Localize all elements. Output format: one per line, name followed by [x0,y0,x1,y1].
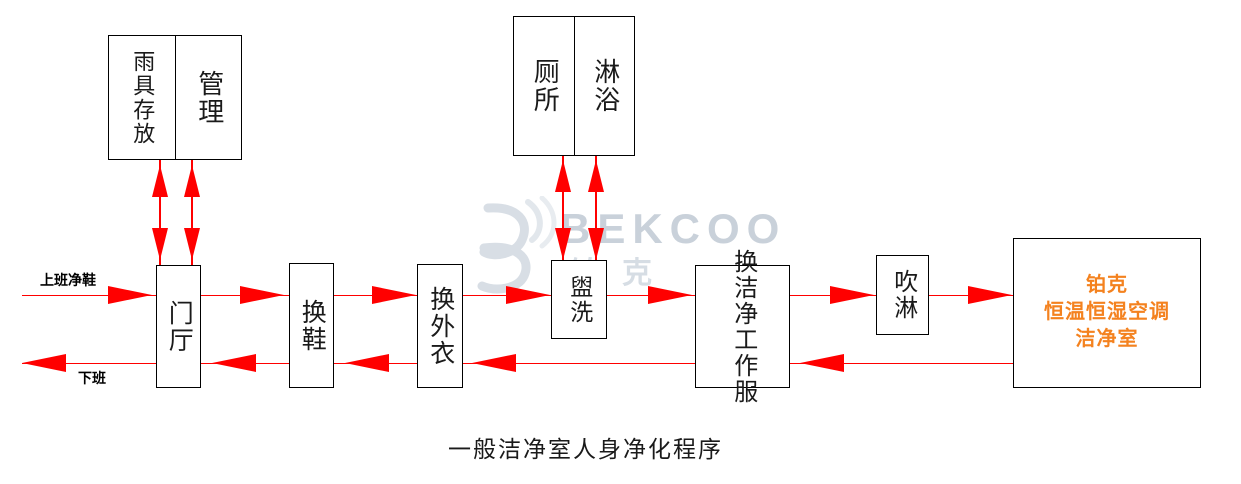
arrow-forward-to-huanwaiyi [372,286,416,304]
node-label-menting: 门厅 [165,299,193,354]
node-guanxi: 盥洗 [551,260,607,339]
edge-label-outbound: 下班 [78,370,106,386]
node-huanwaiyi: 换外衣 [417,264,463,388]
arrow-up-to-shower [588,160,604,192]
arrow-forward-to-cleanroom [968,286,1012,304]
cleanroom-brand-line1: 铂克 [1086,274,1128,296]
arrow-up-to-management [184,165,200,197]
menting-uplink-line-left [159,160,161,265]
node-label-huanwaiyi: 换外衣 [426,285,454,367]
node-chuilin: 吹淋 [876,255,929,335]
group-cell-rain-gear: 雨具存放 [109,36,175,159]
node-huanxie: 换鞋 [289,263,334,388]
arrow-return-to-menting [212,354,256,372]
cell-label-toilet: 厕所 [530,58,560,114]
arrow-return-to-huanwaiyi [472,354,516,372]
arrow-return-to-huanjiejing [800,354,844,372]
cleanroom-brand-line2: 恒温恒湿空调 [1044,301,1170,323]
cleanroom-brand-line3: 洁净室 [1075,328,1139,350]
node-huanjiejing: 换洁净工作服 [695,249,790,405]
node-label-guanxi: 盥洗 [566,274,592,325]
node-label-chuilin: 吹淋 [889,269,916,321]
arrow-forward-to-menting [108,286,152,304]
node-cleanroom [1013,238,1201,388]
arrow-down-to-guanxi-right [588,228,604,260]
edge-label-inbound: 上班净鞋 [40,272,96,288]
group-cell-management: 管理 [175,36,241,159]
guanxi-uplink-line-left [562,156,564,262]
menting-uplink-line-right [191,160,193,265]
cleanroom-brand-block: 铂克 恒温恒湿空调 洁净室 [1013,272,1201,353]
cell-label-shower: 淋浴 [590,58,620,114]
arrow-return-to-huanxie [345,354,389,372]
arrow-return-to-exit [22,354,66,372]
group-cell-shower: 淋浴 [573,17,634,155]
arrow-up-to-toilet [555,160,571,192]
node-menting: 门厅 [156,265,201,388]
node-label-huanxie: 换鞋 [298,298,326,353]
return-flow-line [22,363,1022,364]
arrow-down-to-guanxi-left [555,228,571,260]
cell-label-management: 管理 [194,69,224,126]
arrow-down-to-menting-right [184,228,200,260]
diagram-caption: 一般洁净室人身净化程序 [448,437,723,462]
sanitary-group: 厕所 淋浴 [513,16,635,156]
arrow-forward-to-huanjiejing [648,286,692,304]
arrow-forward-to-guanxi [506,286,550,304]
arrow-forward-to-huanxie [240,286,284,304]
cell-label-rain-gear: 雨具存放 [130,49,156,146]
arrow-forward-to-chuilin [830,286,874,304]
entrance-support-group: 雨具存放 管理 [108,35,242,160]
arrow-down-to-menting-left [152,228,168,260]
arrow-up-to-rain-gear [152,165,168,197]
group-cell-toilet: 厕所 [514,17,574,155]
guanxi-uplink-line-right [595,156,597,262]
node-label-huanjiejing: 换洁净工作服 [729,248,756,405]
